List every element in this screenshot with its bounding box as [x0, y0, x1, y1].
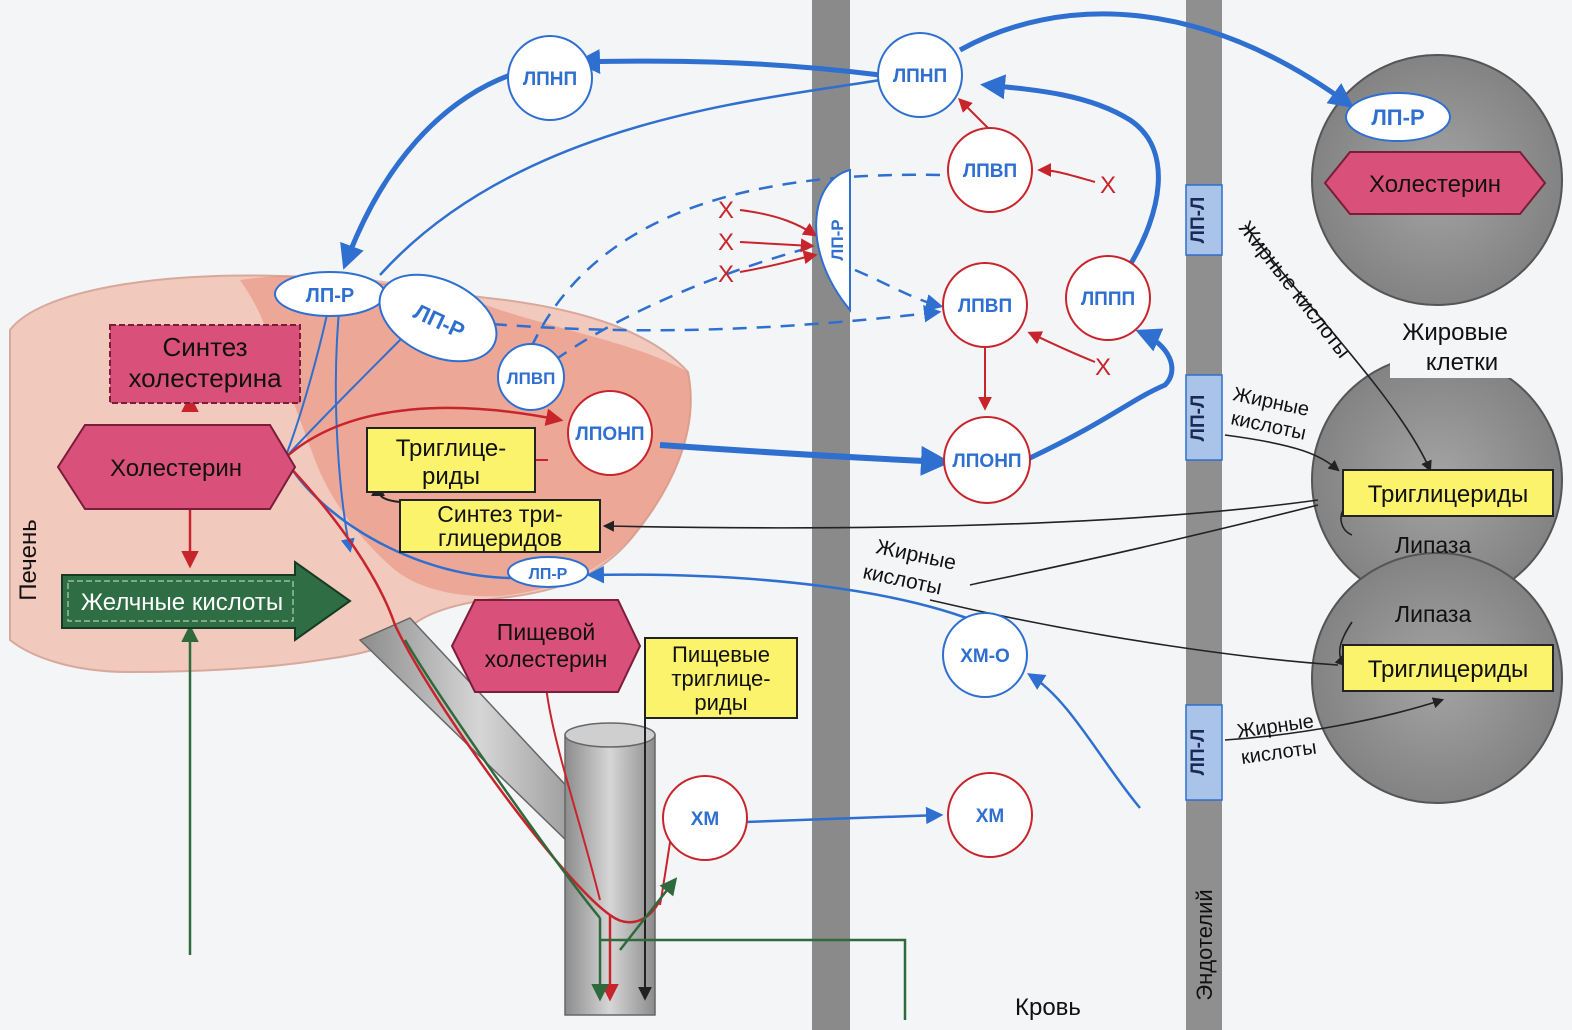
svg-text:ЛП-Л: ЛП-Л: [1188, 197, 1209, 244]
lp-r-receptor-4: ЛП-Р: [1345, 92, 1451, 142]
fat-cells-label-2: клетки: [1426, 349, 1498, 376]
svg-text:ЛПНП: ЛПНП: [523, 69, 577, 90]
svg-text:ХМ: ХМ: [976, 806, 1005, 827]
svg-text:ЛП-Р: ЛП-Р: [828, 219, 847, 260]
chylo-blood-circle: ХМ: [947, 772, 1033, 858]
chol-synthesis-line2: холестерина: [128, 363, 282, 393]
chylo-remnant-circle: ХМ-О: [942, 612, 1028, 698]
intestine-top: [564, 722, 656, 748]
svg-text:ЛПВП: ЛПВП: [958, 296, 1012, 317]
ldl-top-circle: ЛПНП: [877, 32, 963, 118]
endothelium-label: Эндотелий: [1192, 889, 1217, 1000]
blood-label: Кровь: [1015, 994, 1081, 1021]
lp-r-receptor-3: ЛП-Р: [507, 556, 589, 588]
lp-r-receptor-1: ЛП-Р: [274, 271, 386, 317]
triglycerides-liver-line1: Триглице-: [396, 435, 507, 462]
bile-acids-label: Желчные кислоты: [81, 589, 283, 616]
hdl-liver-circle: ЛПВП: [497, 343, 565, 411]
svg-text:ЛП-Р: ЛП-Р: [529, 566, 568, 583]
fatty-acids-4b: кислоты: [1240, 737, 1318, 769]
fat-cholesterol-hexagon: Холестерин: [1323, 151, 1547, 215]
idl-circle: ЛППП: [1065, 255, 1151, 341]
cholesterol-label: Холестерин: [110, 455, 242, 482]
liver-label: Печень: [15, 519, 42, 600]
lp-r-receptor-2: ЛП-Р: [378, 273, 498, 363]
chol-synthesis-line1: Синтез: [162, 332, 247, 362]
svg-text:ЛПОНП: ЛПОНП: [952, 451, 1021, 472]
fat-triglycerides-box-2: Триглицериды: [1342, 644, 1554, 692]
chol-synthesis-box: Синтез холестерина: [109, 324, 301, 404]
svg-text:ЛП-Р: ЛП-Р: [306, 285, 354, 307]
fat-triglycerides-box-1: Триглицериды: [1342, 469, 1554, 517]
tg-synthesis-line1: Синтез три-: [437, 501, 563, 527]
fat-cell-label-bg: [1390, 308, 1540, 378]
lp-l-receptor-3: ЛП-Л: [1185, 704, 1223, 801]
x-mark-4: X: [1100, 172, 1116, 199]
x-mark-2: X: [718, 229, 734, 256]
cholesterol-hexagon: Холестерин: [56, 424, 297, 510]
svg-text:ЛП-Л: ЛП-Л: [1188, 395, 1209, 442]
lp-l-receptor-2: ЛП-Л: [1185, 374, 1223, 461]
dietary-cholesterol-hexagon: Пищевой холестерин: [450, 599, 642, 693]
fat-triglycerides-1: Триглицериды: [1368, 481, 1529, 508]
dietary-tg-line2: триглице-: [671, 666, 770, 691]
lipase-label-1: Липаза: [1395, 532, 1471, 558]
endothelium-wall: [1186, 0, 1222, 1030]
dietary-cholesterol-line2: холестерин: [485, 646, 608, 672]
triglycerides-liver-line2: риды: [422, 463, 480, 490]
dietary-tg-line3: риды: [694, 690, 747, 715]
vldl-blood-circle: ЛПОНП: [943, 416, 1031, 504]
bile-acids-box: Желчные кислоты: [61, 560, 352, 642]
dietary-tg-line1: Пищевые: [672, 642, 770, 667]
vldl-liver-circle: ЛПОНП: [567, 390, 653, 476]
ldl-left-circle: ЛПНП: [507, 35, 593, 121]
dietary-tg-box: Пищевые триглице- риды: [644, 637, 798, 719]
lp-r-receptor-wall: ЛП-Р: [815, 168, 851, 313]
lp-l-receptor-1: ЛП-Л: [1185, 184, 1223, 256]
fat-triglycerides-2: Триглицериды: [1368, 656, 1529, 683]
svg-text:ЛПВП: ЛПВП: [963, 161, 1017, 182]
svg-text:ЛПНП: ЛПНП: [893, 66, 947, 87]
triglycerides-liver-box: Триглице- риды: [366, 427, 536, 493]
svg-text:ЛП-Л: ЛП-Л: [1188, 729, 1209, 776]
svg-text:ХМ-О: ХМ-О: [960, 646, 1010, 667]
x-mark-1: X: [718, 197, 734, 224]
x-mark-5: X: [1095, 354, 1111, 381]
tg-synthesis-line2: глицеридов: [438, 525, 562, 551]
capillary-wall: [812, 0, 850, 1030]
svg-text:ЛПОНП: ЛПОНП: [575, 424, 644, 445]
svg-text:ХМ: ХМ: [691, 809, 720, 830]
arrows: [181, 11, 1445, 1020]
svg-text:ЛП-Р: ЛП-Р: [1371, 105, 1424, 130]
hdl-upper-circle: ЛПВП: [947, 127, 1033, 213]
chylo-intestine-circle: ХМ: [662, 775, 748, 861]
hdl-lower-circle: ЛПВП: [942, 262, 1028, 348]
svg-text:ЛППП: ЛППП: [1081, 289, 1135, 310]
dietary-cholesterol-line1: Пищевой: [497, 619, 595, 645]
fat-cholesterol-label: Холестерин: [1369, 171, 1501, 198]
x-mark-3: X: [718, 261, 734, 288]
fat-cells-label-1: Жировые: [1402, 319, 1508, 346]
svg-text:ЛПВП: ЛПВП: [507, 369, 556, 388]
tg-synthesis-box: Синтез три- глицеридов: [399, 499, 601, 553]
lipase-label-2: Липаза: [1395, 601, 1471, 627]
